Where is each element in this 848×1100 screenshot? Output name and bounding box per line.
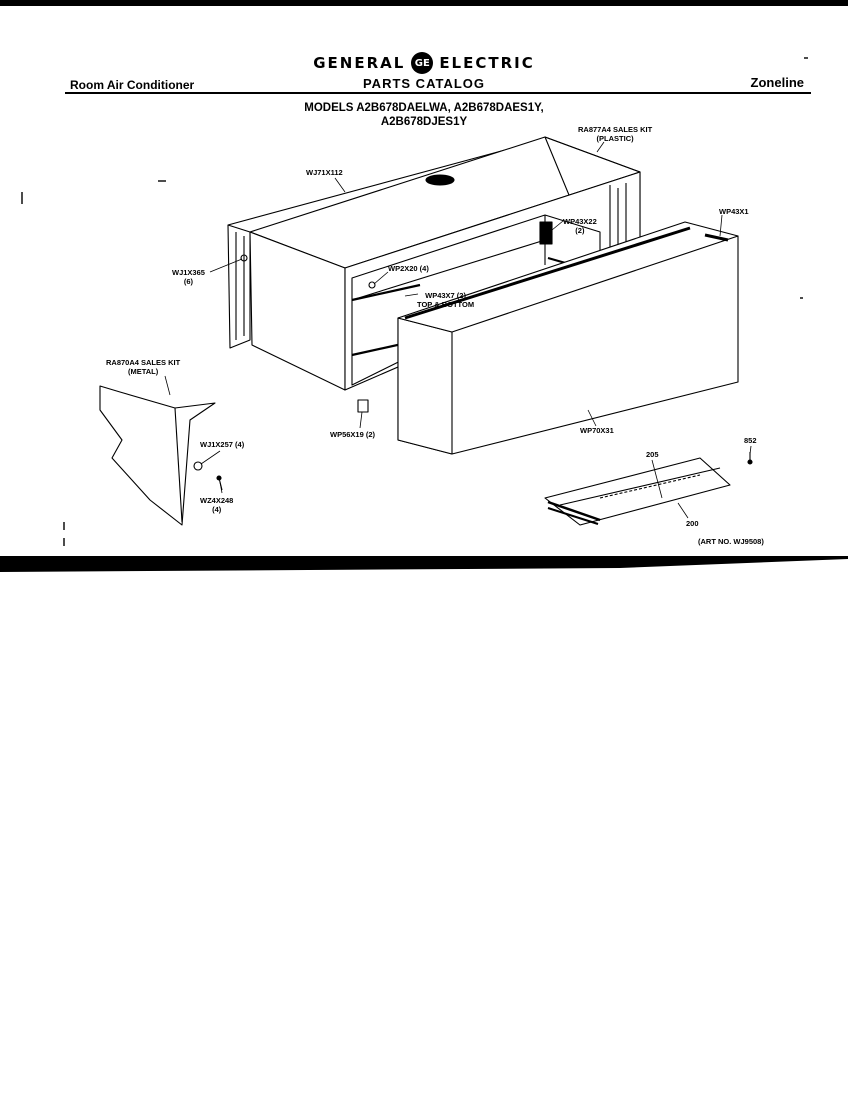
callout-852: 852: [744, 436, 757, 445]
callout-wj1x365-line1: WJ1X365: [172, 268, 205, 277]
callout-wz4x248-line2: (4): [212, 505, 222, 514]
callout-wz4x248: WZ4X248 (4): [200, 496, 233, 514]
top-border: [0, 0, 848, 6]
bottom-border: [0, 556, 848, 572]
callout-ra877a4-line1: RA877A4 SALES KIT: [578, 125, 653, 134]
art-number: (ART NO. WJ9508): [698, 537, 764, 546]
callout-wp43x22-line1: WP43X22: [563, 217, 597, 226]
brand-header: GENERAL GE ELECTRIC: [0, 52, 848, 74]
callout-wj71x112: WJ71X112: [306, 168, 343, 177]
leader-lines: [164, 141, 752, 519]
callout-wp43x7: WP43X7 (2) TOP & BOTTOM: [417, 291, 474, 309]
models-title: MODELS A2B678DAELWA, A2B678DAES1Y, A2B67…: [0, 101, 848, 129]
callout-ra870a4: RA870A4 SALES KIT (METAL): [106, 358, 180, 376]
callout-ra877a4: RA877A4 SALES KIT (PLASTIC): [578, 125, 652, 143]
callout-wp43x22: WP43X22 (2): [563, 217, 597, 235]
callout-wj1x257: WJ1X257 (4): [200, 440, 245, 449]
callout-wz4x248-line1: WZ4X248: [200, 496, 234, 505]
callout-wp43x7-line2: TOP & BOTTOM: [417, 300, 475, 309]
callout-ra870a4-line1: RA870A4 SALES KIT: [106, 358, 181, 367]
metal-side-panel: [99, 385, 216, 526]
callout-wp2x20: WP2X20 (4): [388, 264, 429, 273]
catalog-title: PARTS CATALOG: [362, 76, 486, 91]
product-line: Zoneline: [750, 75, 804, 90]
callout-wp43x1: WP43X1: [719, 207, 749, 216]
callout-ra870a4-line2: (METAL): [127, 367, 159, 376]
product-type: Room Air Conditioner: [70, 78, 195, 92]
callout-205: 205: [646, 450, 659, 459]
callout-ra877a4-line2: (PLASTIC): [596, 134, 634, 143]
brand-name-right: ELECTRIC: [439, 54, 535, 72]
callout-wp56x19: WP56X19 (2): [330, 430, 376, 439]
ge-logo-icon: GE: [411, 52, 434, 74]
header-rule: [65, 92, 811, 94]
callout-wp70x31: WP70X31: [580, 426, 614, 435]
brand-name-left: GENERAL: [313, 54, 406, 72]
callout-wp43x7-line1: WP43X7 (2): [425, 291, 466, 300]
models-line-1: MODELS A2B678DAELWA, A2B678DAES1Y,: [304, 102, 544, 114]
callout-wj1x365-line2: (6): [183, 277, 194, 286]
callout-wj1x365: WJ1X365 (6): [172, 268, 205, 286]
margin-marks: [21, 57, 808, 546]
models-line-2: A2B678DJES1Y: [380, 116, 468, 128]
callout-200: 200: [686, 519, 699, 528]
base-tray: [544, 457, 731, 526]
callout-wp43x22-line2: (2): [575, 226, 585, 235]
front-cover-panel: [397, 221, 739, 455]
